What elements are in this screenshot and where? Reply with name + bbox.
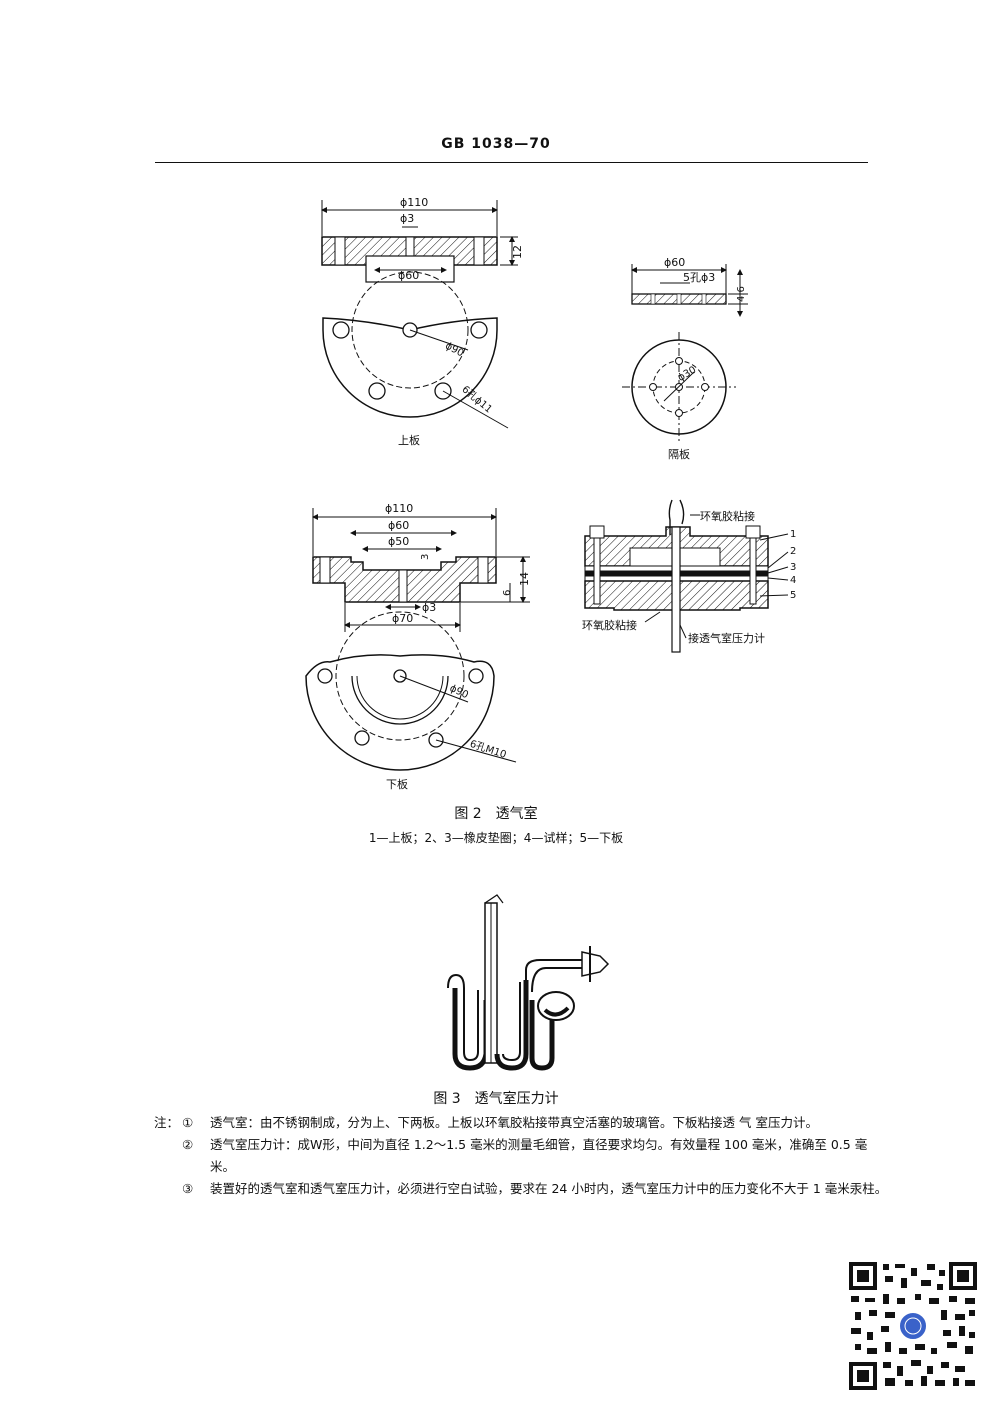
note-text: 透气室压力计：成W形，中间为直径 1.2～1.5 毫米的测量毛细管，直径要求均匀… (210, 1137, 868, 1174)
note-item: ③ 装置好的透气室和透气室压力计，必须进行空白试验，要求在 24 小时内，透气室… (182, 1178, 890, 1200)
assembly-callout-5: 5 (790, 590, 796, 601)
note-text: 透气室：由不锈钢制成，分为上、下两板。上板以环氧胶粘接带真空活塞的玻璃管。下板粘… (210, 1115, 818, 1130)
assembly-epoxy-bottom: 环氧胶粘接 (582, 618, 637, 632)
upper-plate-section: ϕ110 ϕ3 ϕ60 12 (321, 196, 524, 283)
upper-dim-outer: ϕ110 (400, 196, 428, 209)
spacer-dim-outer: ϕ60 (664, 256, 685, 269)
spacer-dim-thickness: 4.6 (736, 286, 747, 302)
lower-dim-thickness: 14 (518, 572, 531, 586)
assembly-section: 环氧胶粘接 环氧胶粘接 接透气室压力计 1 2 3 4 5 (582, 499, 796, 653)
spacer-plan: ϕ30 隔板 (622, 332, 736, 461)
upper-plate-plan: ϕ90 6孔ϕ11 上板 (322, 271, 509, 447)
assembly-callout-4: 4 (790, 575, 796, 586)
spacer-dim-holes: 5孔ϕ3 (683, 271, 715, 284)
note-mark: ③ (182, 1181, 194, 1196)
upper-dim-inner: ϕ60 (398, 269, 419, 282)
lower-dim-holes: 6孔M10 (468, 738, 508, 761)
lower-dim-step: 6 (502, 590, 513, 596)
upper-dim-thickness: 12 (511, 245, 524, 259)
note-item: ① 透气室：由不锈钢制成，分为上、下两板。上板以环氧胶粘接带真空活塞的玻璃管。下… (182, 1112, 890, 1134)
assembly-to-manometer: 接透气室压力计 (688, 631, 765, 645)
notes-section: 注： ① 透气室：由不锈钢制成，分为上、下两板。上板以环氧胶粘接带真空活塞的玻璃… (154, 1112, 890, 1200)
assembly-callout-1: 1 (790, 529, 796, 540)
spacer-section: ϕ60 5孔ϕ3 4.6 (631, 256, 748, 317)
note-item: ② 透气室压力计：成W形，中间为直径 1.2～1.5 毫米的测量毛细管，直径要求… (182, 1134, 890, 1178)
qr-code[interactable] (849, 1262, 977, 1390)
qr-logo-icon (898, 1311, 928, 1341)
note-text: 装置好的透气室和透气室压力计，必须进行空白试验，要求在 24 小时内，透气室压力… (210, 1181, 888, 1196)
assembly-epoxy-top: 环氧胶粘接 (700, 509, 755, 523)
figure2-caption: 图 2 透气室 (454, 806, 538, 822)
lower-dim-inner60: ϕ60 (388, 519, 409, 532)
lower-dim-boss: ϕ70 (392, 612, 413, 625)
figure3-caption: 图 3 透气室压力计 (433, 1091, 559, 1107)
header-rule (155, 162, 868, 163)
lower-dim-recess: 3 (420, 554, 431, 560)
figure2-legend: 1—上板；2、3—橡皮垫圈；4—试样；5—下板 (368, 831, 624, 845)
spacer-label: 隔板 (668, 447, 690, 461)
assembly-callout-2: 2 (790, 546, 796, 557)
lower-plate-label: 下板 (386, 777, 408, 791)
note-mark: ② (182, 1137, 194, 1152)
upper-dim-hole: ϕ3 (400, 212, 414, 225)
lower-dim-inner50: ϕ50 (388, 535, 409, 548)
lower-plate-section: ϕ110 ϕ60 ϕ50 3 14 6 ϕ3 ϕ70 (312, 502, 531, 632)
note-mark: ① (182, 1115, 194, 1130)
notes-prefix: 注： (154, 1115, 180, 1130)
lower-dim-hole: ϕ3 (422, 601, 436, 614)
lower-dim-outer: ϕ110 (385, 502, 413, 515)
upper-plate-label: 上板 (398, 433, 420, 447)
standard-code-header: GB 1038—70 (441, 136, 551, 152)
assembly-callout-3: 3 (790, 562, 796, 573)
manometer-drawing (447, 894, 610, 1071)
lower-plate-plan: ϕ90 6孔M10 下板 (305, 611, 517, 791)
